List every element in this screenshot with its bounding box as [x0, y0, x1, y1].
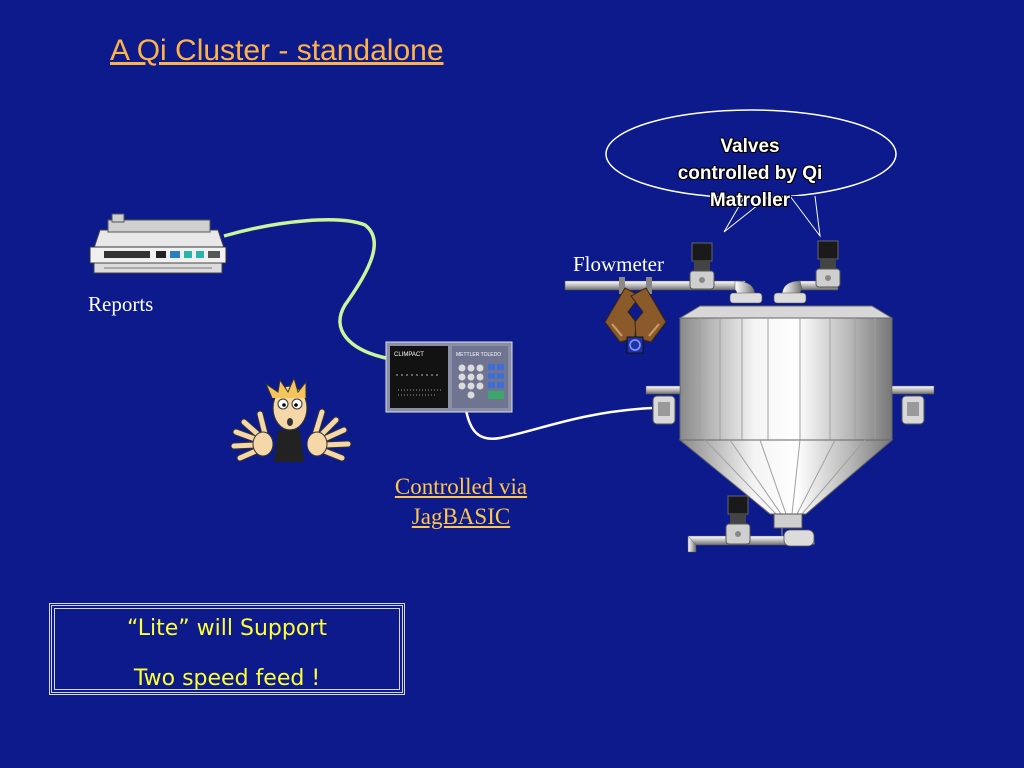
tank-cable [464, 406, 653, 441]
valve-top-right-icon [815, 240, 841, 288]
note-box: “Lite” will Support Two speed feed ! [49, 603, 405, 695]
flowmeter-icon [604, 277, 667, 354]
terminal-device: CLIMPACT METTLER TOLEDO [385, 341, 513, 413]
terminal-brand-left: CLIMPACT [394, 352, 424, 358]
valve-bottom-icon [725, 495, 751, 545]
cartoon-person-icon [230, 376, 352, 462]
jagbasic-link[interactable]: Controlled via JagBASIC [372, 472, 550, 532]
note-line-2: Two speed feed ! [133, 666, 321, 691]
callout-line-1: Valves [720, 136, 780, 157]
slide-title: A Qi Cluster - standalone [110, 34, 444, 67]
outlet-pipe [687, 529, 815, 553]
note-line-1: “Lite” will Support [127, 616, 327, 641]
hopper-tank [678, 305, 894, 545]
jagbasic-line-1: Controlled via [394, 474, 528, 499]
printer-cable [223, 218, 387, 360]
callout-bubble [605, 109, 897, 238]
side-nozzle-right-icon [891, 385, 935, 425]
jagbasic-line-2: JagBASIC [411, 504, 511, 529]
printer-icon [89, 213, 227, 274]
terminal-brand-right: METTLER TOLEDO [456, 352, 501, 358]
flowmeter-label: Flowmeter [573, 252, 664, 276]
valve-top-left-icon [689, 242, 715, 290]
reports-label: Reports [88, 292, 154, 316]
callout-line-3: Matroller [709, 190, 791, 211]
callout-text: Valves controlled by Qi Matroller [640, 133, 860, 214]
callout-line-2: controlled by Qi [677, 163, 823, 184]
side-nozzle-left-icon [645, 385, 681, 425]
